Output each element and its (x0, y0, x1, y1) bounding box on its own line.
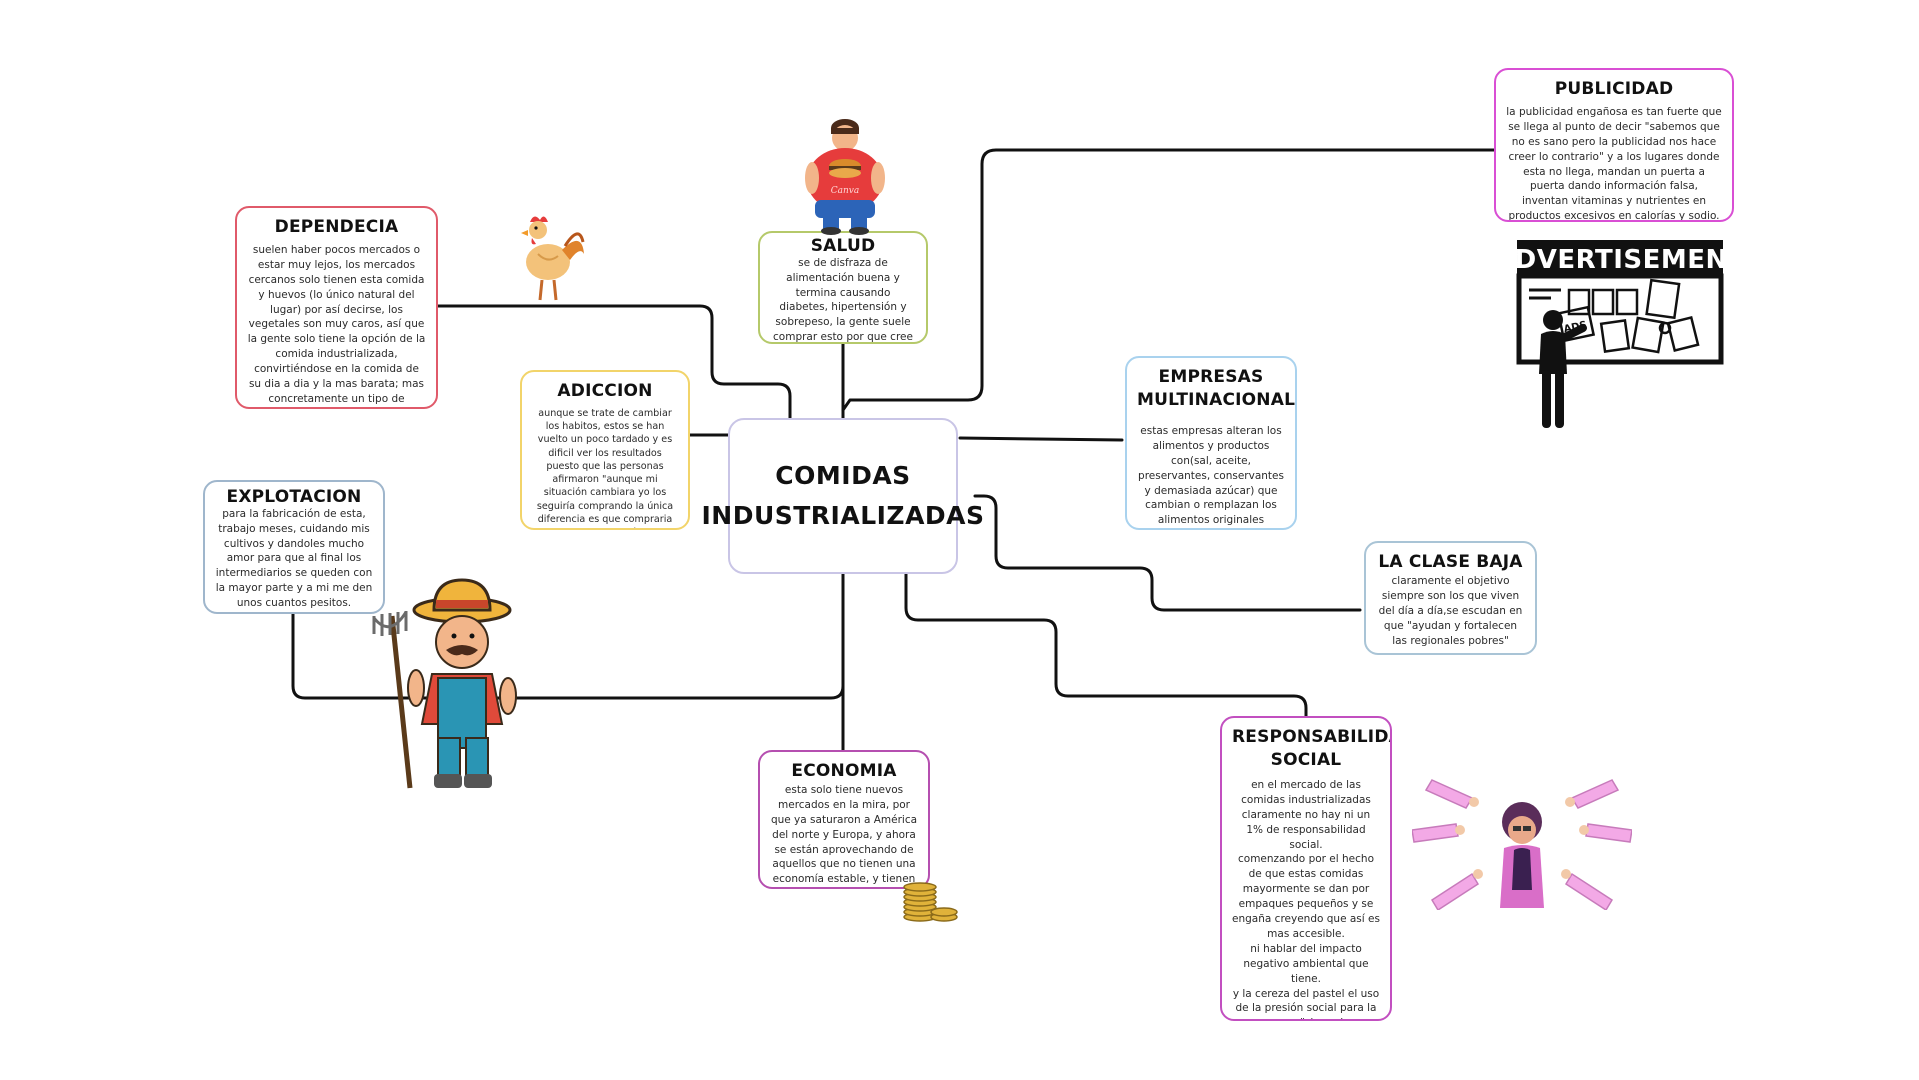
node-economia-body: esta solo tiene nuevos mercados en la mi… (770, 783, 918, 886)
connector-clase-baja (973, 494, 1362, 612)
connector-dependencia (436, 304, 792, 420)
connector-explotacion (291, 572, 845, 700)
node-explotacion: EXPLOTACION para la fabricación de esta,… (203, 480, 385, 614)
rooster-illustration (521, 216, 585, 301)
node-publicidad-title: PUBLICIDAD (1554, 79, 1674, 99)
node-empresas-title: EMPRESAS MULTINACIONALES (1137, 367, 1296, 410)
node-publicidad-body: la publicidad engañosa es tan fuerte que… (1506, 105, 1722, 222)
farmer-illustration (372, 578, 517, 789)
node-explotacion-body: para la fabricación de esta, trabajo mes… (215, 507, 373, 610)
node-empresas: EMPRESAS MULTINACIONALES estas empresas … (1125, 356, 1297, 530)
burger-label: Canva (831, 186, 860, 196)
node-responsabilidad-body: en el mercado de las comidas industriali… (1232, 778, 1380, 1019)
node-clase-baja-body: claramente el objetivo siempre son los q… (1378, 574, 1523, 647)
advertisement-board-illustration: ADVERTISEMENT ADS (1515, 240, 1725, 428)
node-clase-baja: LA CLASE BAJA claramente el objetivo sie… (1364, 541, 1537, 655)
node-explotacion-title: EXPLOTACION (226, 487, 362, 507)
central-topic-title: COMIDAS INDUSTRIALIZADAS (701, 461, 985, 530)
connector-responsabilidad (904, 572, 1308, 718)
overweight-man-illustration: Canva (805, 119, 885, 235)
advertisement-label: ADVERTISEMENT (1515, 245, 1725, 275)
node-salud-body: se de disfraza de alimentación buena y t… (773, 256, 913, 344)
node-dependencia-title: DEPENDECIA (274, 217, 399, 237)
node-adiccion-title: ADICCION (557, 381, 653, 401)
node-clase-baja-title: LA CLASE BAJA (1378, 552, 1523, 572)
node-responsabilidad-title: RESPONSABILIDAD SOCIAL (1232, 727, 1390, 770)
node-salud: SALUD se de disfraza de alimentación bue… (758, 231, 928, 344)
connector-publicidad (841, 148, 1496, 412)
node-dependencia-body: suelen haber pocos mercados o estar muy … (247, 243, 426, 405)
node-adiccion: ADICCION aunque se trate de cambiar los … (520, 370, 690, 530)
node-dependencia: DEPENDECIA suelen haber pocos mercados o… (235, 206, 438, 409)
coins-illustration (903, 882, 958, 922)
node-economia: ECONOMIA esta solo tiene nuevos mercados… (758, 750, 930, 889)
node-publicidad: PUBLICIDAD la publicidad engañosa es tan… (1494, 68, 1734, 222)
node-adiccion-body: aunque se trate de cambiar los habitos, … (536, 407, 674, 528)
social-pressure-illustration (1412, 779, 1632, 910)
node-responsabilidad: RESPONSABILIDAD SOCIAL en el mercado de … (1220, 716, 1392, 1021)
central-topic: COMIDAS INDUSTRIALIZADAS (701, 418, 984, 574)
node-economia-title: ECONOMIA (791, 761, 897, 781)
connector-empresas (958, 436, 1124, 442)
node-salud-title: SALUD (810, 236, 876, 256)
node-empresas-body: estas empresas alteran los alimentos y p… (1138, 424, 1284, 527)
